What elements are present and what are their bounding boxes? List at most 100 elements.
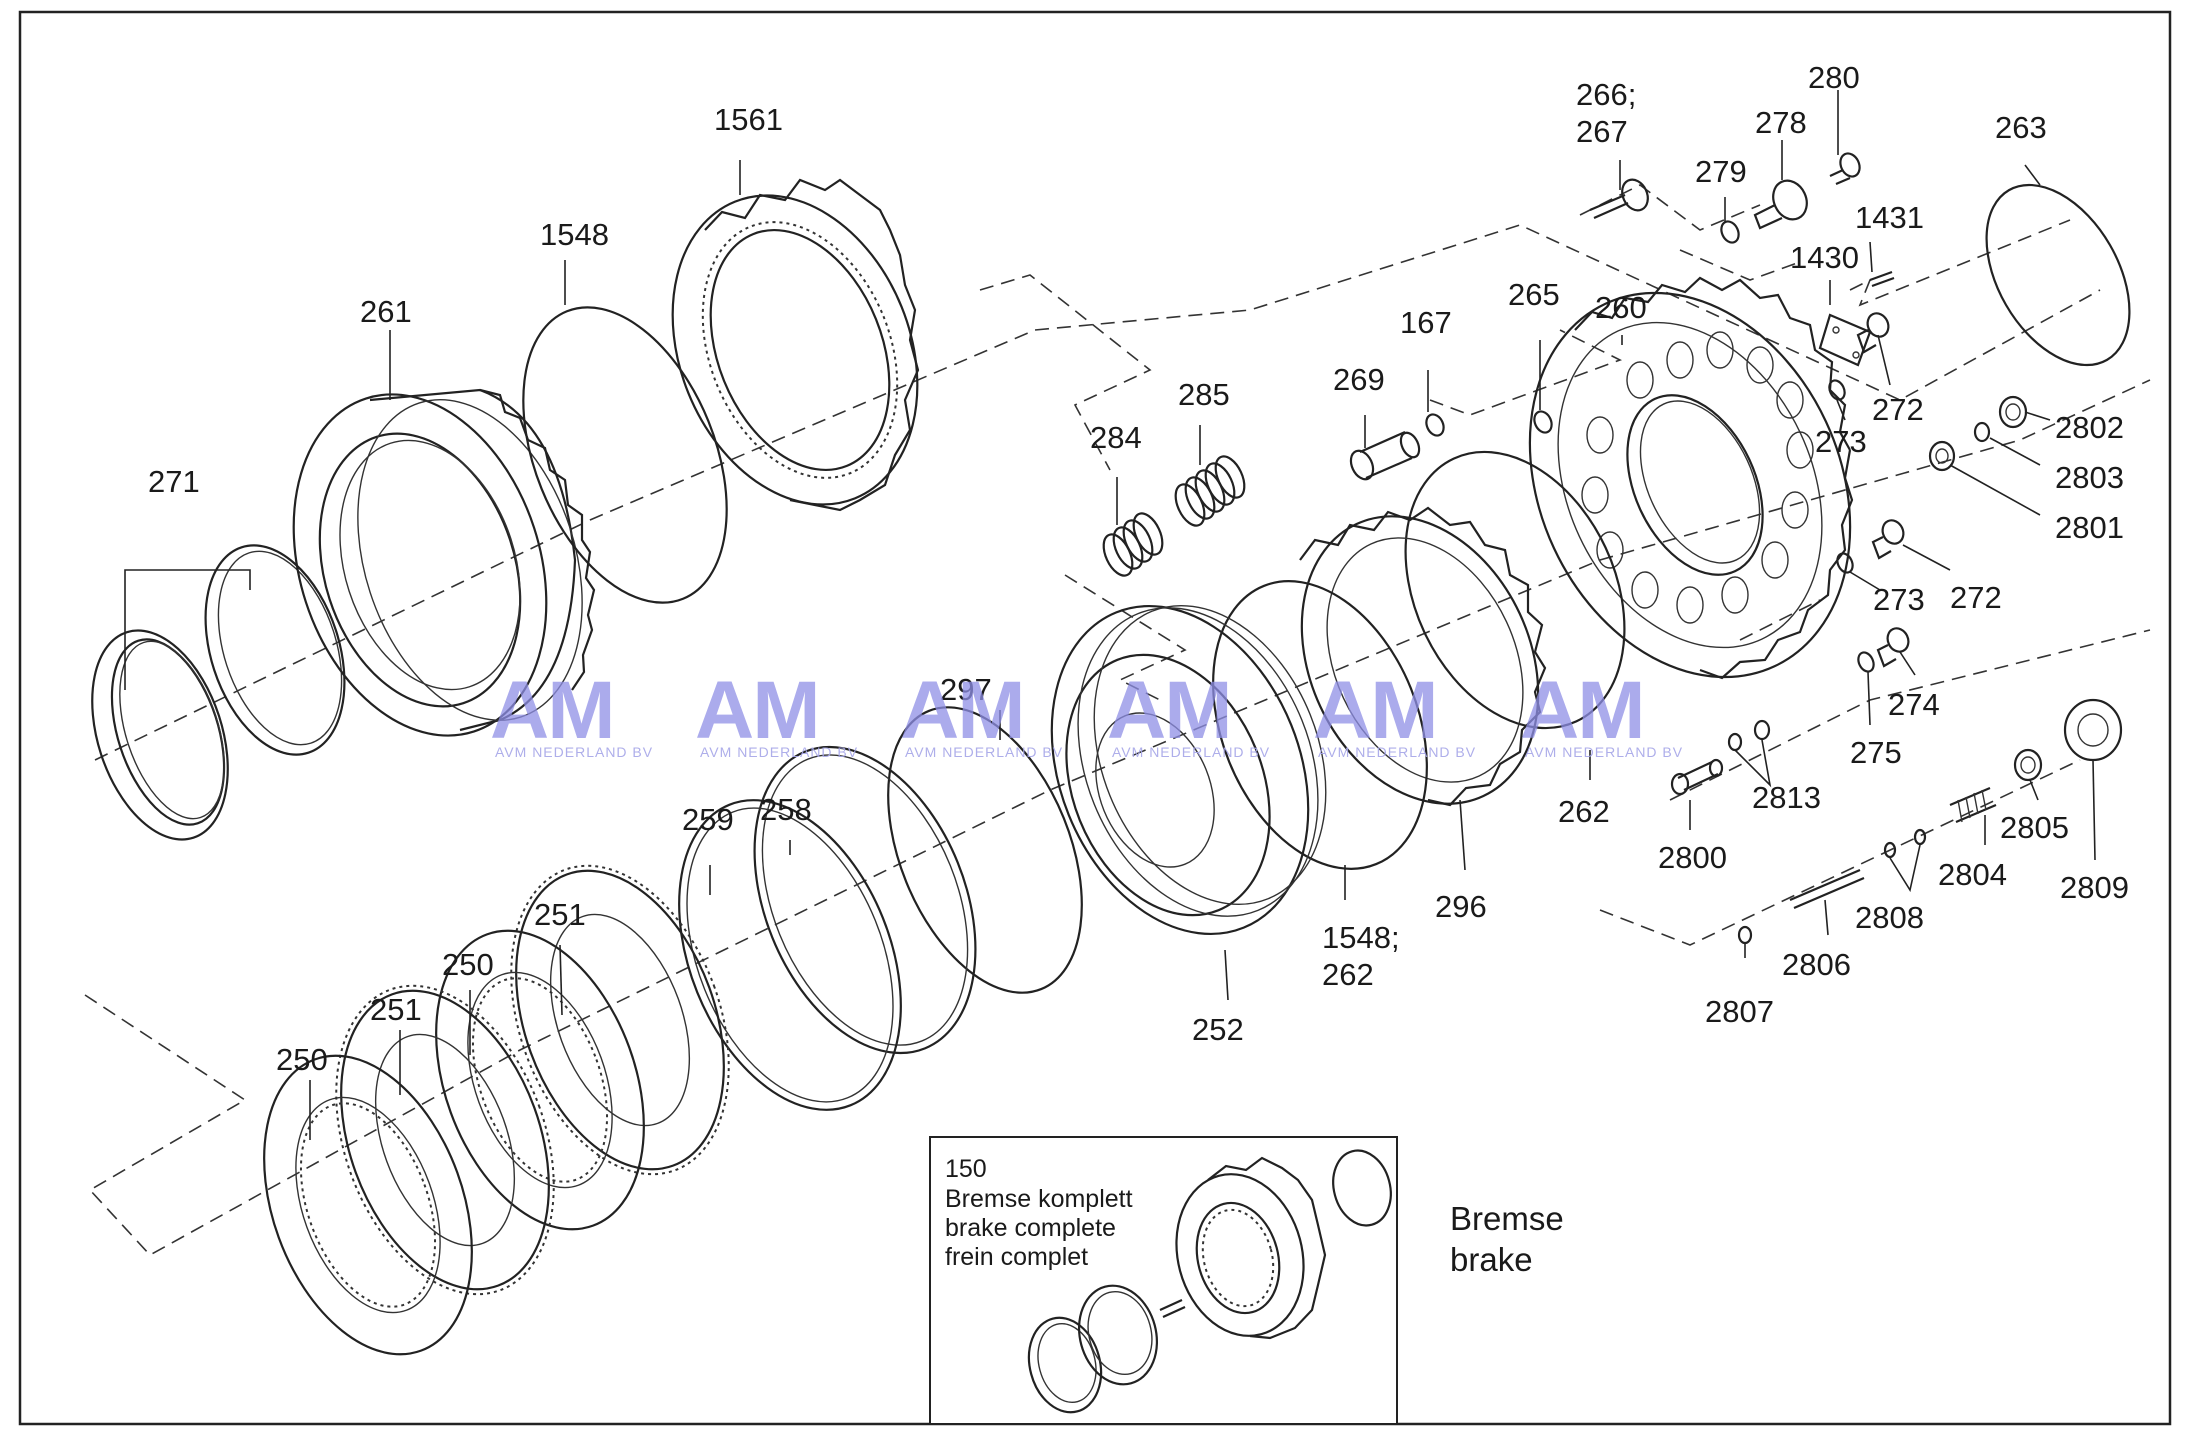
part-1548-thin-ring (522, 306, 728, 604)
label-274: 274 (1888, 687, 1940, 722)
part-167-washer (1425, 413, 1445, 437)
title-line-en: brake (1450, 1241, 1533, 1278)
watermark-company: AVM NEDERLAND BV (1318, 744, 1476, 760)
title-line-de: Bremse (1450, 1200, 1564, 1237)
label-261: 261 (360, 294, 412, 329)
label-272-mid: 272 (1950, 580, 2002, 615)
label-267: 267 (1576, 114, 1628, 149)
label-1548-top: 1548 (540, 217, 609, 252)
label-271: 271 (148, 464, 200, 499)
label-251-a: 251 (534, 897, 586, 932)
watermark-row: AM AVM NEDERLAND BV AM AVM NEDERLAND BV … (490, 665, 1683, 760)
part-251-steel-disc-b (335, 984, 555, 1296)
part-2802-nut (1998, 395, 2028, 429)
label-269: 269 (1333, 362, 1385, 397)
part-297-ring (887, 706, 1083, 994)
inset-frame (929, 1136, 1398, 1425)
label-260: 260 (1595, 290, 1647, 325)
part-272-plug-mid (1871, 519, 1905, 560)
label-2808: 2808 (1855, 900, 1924, 935)
diagram-title: Bremse brake (1450, 1200, 1564, 1278)
part-274-plug (1876, 627, 1910, 668)
part-1431-pin (1869, 270, 1895, 288)
watermark-logo: AM (695, 665, 819, 756)
label-1561: 1561 (714, 102, 783, 137)
label-167: 167 (1400, 305, 1452, 340)
part-285-spring (1174, 455, 1246, 527)
label-2813: 2813 (1752, 780, 1821, 815)
label-251-b: 251 (370, 992, 422, 1027)
part-2803-washer (1973, 421, 1991, 443)
part-252-piston (1050, 604, 1327, 936)
label-296: 296 (1435, 889, 1487, 924)
leader-lines (124, 90, 2096, 1140)
part-2804-spring (1949, 786, 1997, 824)
part-271-inner-ring (204, 544, 346, 756)
part-269-bolt (1349, 430, 1421, 481)
part-250-friction-disc-b (263, 1054, 473, 1356)
label-250-a: 250 (442, 947, 494, 982)
part-296-gear-ring (1299, 506, 1547, 807)
label-263: 263 (1995, 110, 2047, 145)
watermark-logo: AM (1313, 665, 1437, 756)
watermark-logo: AM (490, 665, 614, 756)
label-2802: 2802 (2055, 410, 2124, 445)
part-273-ring-top (1828, 379, 1846, 401)
label-2803: 2803 (2055, 460, 2124, 495)
inset-line-fr: frein complet (945, 1243, 1088, 1271)
watermark-company: AVM NEDERLAND BV (495, 744, 653, 760)
part-2808-rings (1883, 828, 1927, 859)
part-260-carrier (1528, 276, 1854, 680)
label-1548-262-b: 262 (1322, 957, 1374, 992)
inset-brake-assembly (1027, 1149, 1392, 1414)
label-2804: 2804 (1938, 857, 2007, 892)
part-2807-ring (1737, 925, 1753, 945)
part-262-ring (1404, 450, 1626, 730)
label-1431: 1431 (1855, 200, 1924, 235)
part-1548-262-ring (1212, 580, 1428, 870)
part-251-steel-disc-a (510, 864, 730, 1176)
part-271-seal-ring (91, 629, 229, 841)
part-272-plug-top (1856, 312, 1890, 354)
part-261-housing (292, 388, 596, 737)
label-280: 280 (1808, 60, 1860, 95)
dashed-assembly-lines (84, 184, 2151, 1257)
part-2809-cap (2063, 698, 2123, 762)
label-285: 285 (1178, 377, 1230, 412)
inset-line-en: brake complete (945, 1214, 1116, 1242)
part-1561-gear-ring (671, 178, 920, 512)
label-262: 262 (1558, 794, 1610, 829)
label-284: 284 (1090, 420, 1142, 455)
label-2806: 2806 (1782, 947, 1851, 982)
label-2801: 2801 (2055, 510, 2124, 545)
part-2805-washer (2013, 748, 2043, 782)
label-265: 265 (1508, 277, 1560, 312)
part-labels: 271 261 1548 1561 284 285 269 167 265 26… (148, 60, 2129, 1077)
label-259: 259 (682, 802, 734, 837)
part-279-ring (1720, 220, 1740, 244)
label-258: 258 (760, 792, 812, 827)
part-280-nipple (1829, 152, 1861, 186)
part-275-ring (1857, 651, 1875, 673)
part-2800-valve (1670, 758, 1724, 796)
inset-part-number: 150 (945, 1155, 987, 1183)
label-272-top: 272 (1872, 392, 1924, 427)
label-2809: 2809 (2060, 870, 2129, 905)
label-2800: 2800 (1658, 840, 1727, 875)
part-2806-pin (1789, 868, 1865, 910)
watermark-company: AVM NEDERLAND BV (905, 744, 1063, 760)
watermark-company: AVM NEDERLAND BV (700, 744, 858, 760)
part-265-washer (1533, 410, 1553, 434)
part-1430-plate (1818, 313, 1872, 367)
label-278: 278 (1755, 105, 1807, 140)
watermark-logo: AM (900, 665, 1024, 756)
watermark-logo: AM (1107, 665, 1231, 756)
part-258-ring (753, 745, 977, 1055)
label-275: 275 (1850, 735, 1902, 770)
part-263-ring (1985, 183, 2131, 367)
label-2807: 2807 (1705, 994, 1774, 1029)
watermark-company: AVM NEDERLAND BV (1525, 744, 1683, 760)
inset-complete-brake: 150 Bremse komplett brake complete frein… (929, 1136, 1398, 1425)
